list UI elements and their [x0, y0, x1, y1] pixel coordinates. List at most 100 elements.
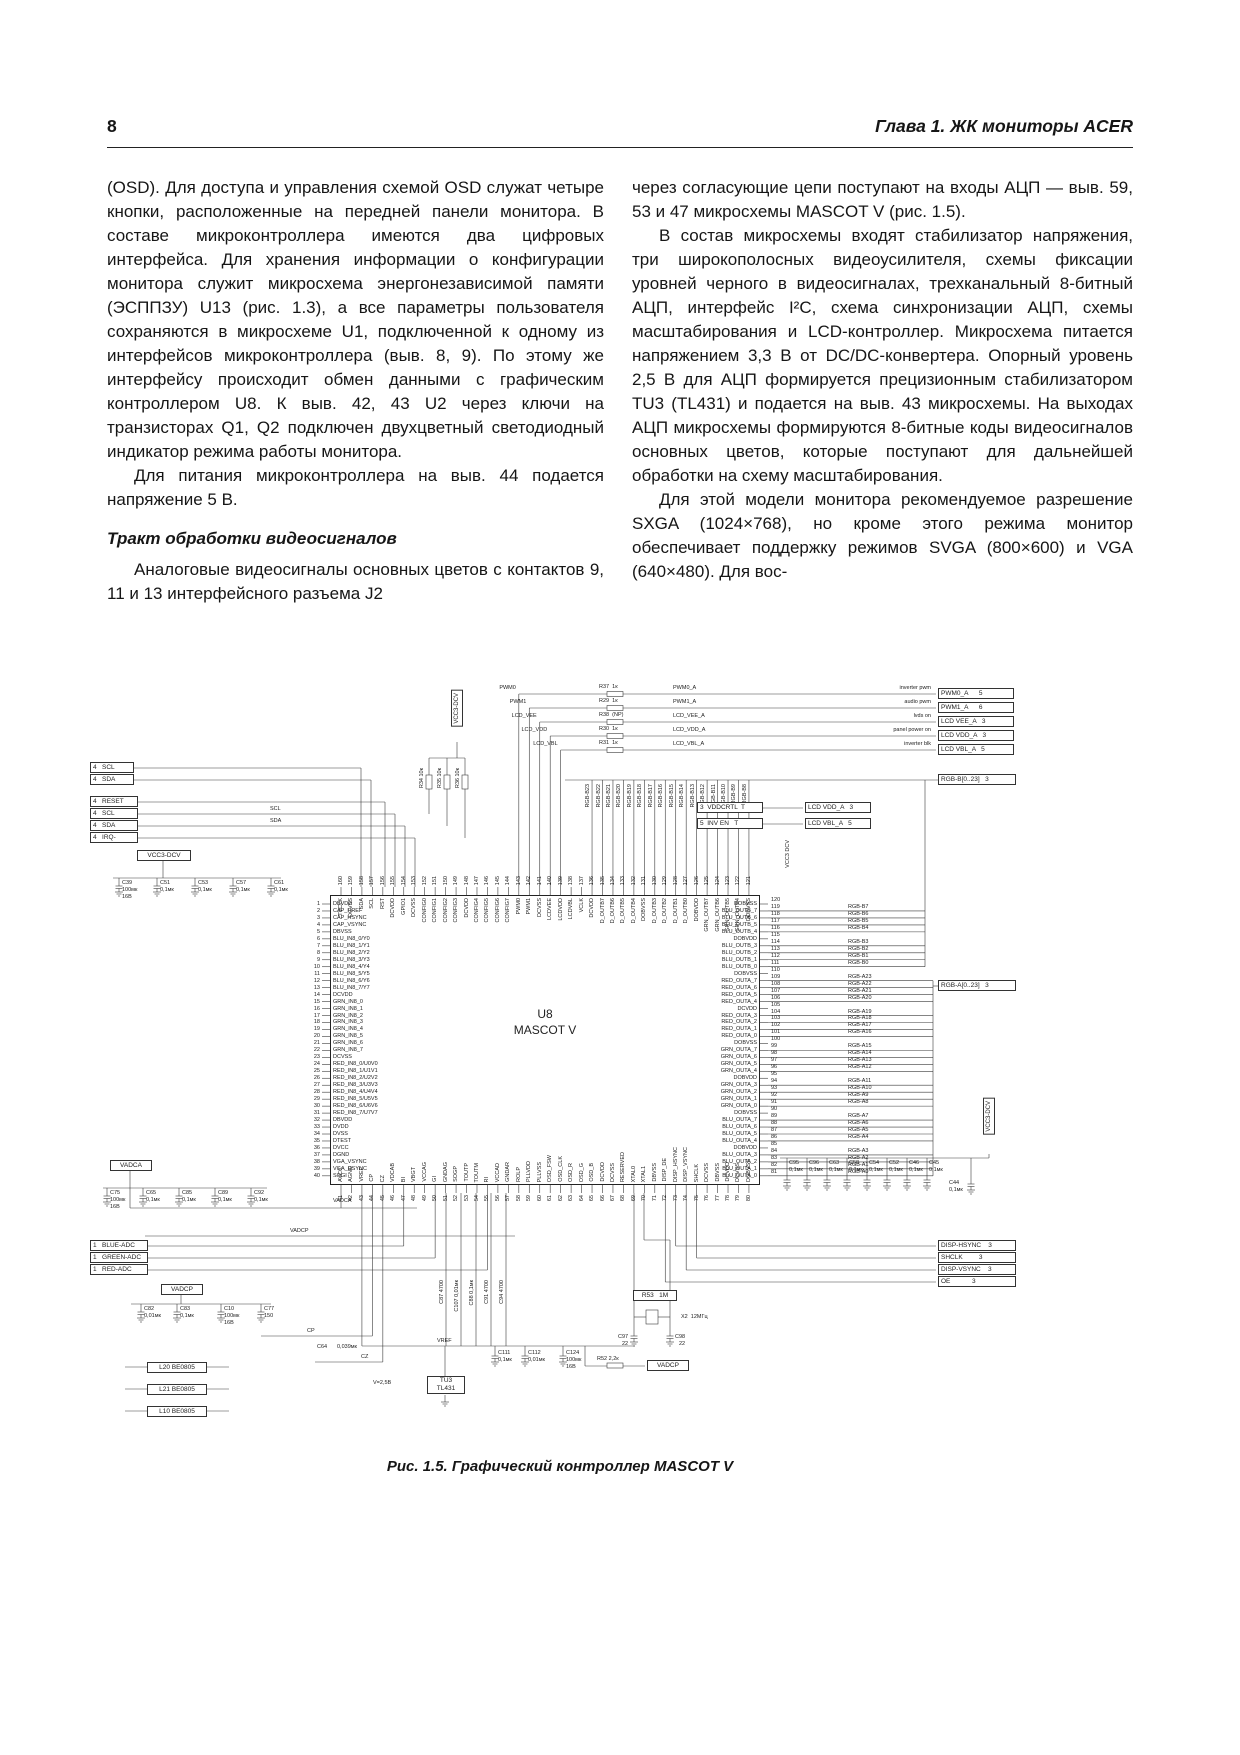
pin-label: DCVDD — [589, 898, 596, 918]
pin-number: 115 — [771, 931, 780, 938]
resistor-label: R52 2,2к — [597, 1356, 619, 1362]
pin-number: 39 — [313, 1165, 320, 1172]
pin-label: D_OUTB6 — [609, 898, 616, 924]
pin-label: GRN_OUTA_4 — [720, 1068, 757, 1075]
pin-number: 27 — [313, 1082, 320, 1089]
pin-number: 145 — [494, 875, 501, 885]
pin-label: GRN_IN8_2 — [333, 1012, 363, 1019]
pin-label: DCVDD — [463, 898, 470, 918]
paragraph: В состав микросхемы входят стабилизатор … — [632, 226, 1133, 485]
pin-number: 78 — [725, 1195, 732, 1202]
pin-number: 131 — [641, 875, 648, 885]
pin-label: SHCLK — [693, 1163, 700, 1182]
pin-label: VREF — [358, 1167, 365, 1182]
pin-number: 17 — [313, 1012, 320, 1019]
pin-number: 139 — [557, 875, 564, 885]
pin-label: D_OUTB5 — [620, 898, 627, 924]
pin-number: 5 — [316, 928, 320, 935]
cap-ref: C58 — [849, 1160, 860, 1166]
pin-label: GRN_IN8_1 — [333, 1005, 363, 1012]
paragraph: Для питания микроконтроллера на выв. 44 … — [107, 466, 604, 509]
pin-label: DOBVSS — [745, 898, 752, 921]
text-column-left: (OSD). Для доступа и управления схемой O… — [107, 176, 604, 606]
cap-ref: C10 — [224, 1306, 235, 1312]
cap-ref: C39 — [122, 880, 133, 886]
cap-val2: 16В — [122, 894, 132, 900]
pin-number: 23 — [313, 1054, 320, 1061]
pin-label: LCDVDD — [557, 898, 564, 921]
pin-label: VGA_HSYNC — [333, 1165, 367, 1172]
pin-label: SOGP — [453, 1166, 460, 1182]
pin-number: 125 — [704, 875, 711, 885]
pin-label: SDA — [358, 898, 365, 910]
pin-label: OSD_G — [578, 1162, 585, 1182]
port-box: 4 SCL — [90, 808, 138, 819]
pin-label: DBVSS — [714, 1163, 721, 1182]
pin-label: DTEST — [333, 1137, 352, 1144]
pin-label: BLU_OUTA_0 — [722, 1172, 757, 1179]
pin-number: 135 — [599, 875, 606, 885]
port-box: LCD VDD_A 3 — [805, 802, 871, 813]
paragraph: через согласующие цепи поступают на вход… — [632, 178, 1133, 221]
pin-label: LCDVBL — [568, 898, 575, 920]
pin-label: RI — [484, 1176, 491, 1183]
net-label: RGB-B16 — [658, 784, 665, 808]
pin-label: RED_IN8_5/U5V5 — [333, 1096, 378, 1103]
pin-number: 63 — [568, 1195, 575, 1202]
pin-label: GI — [432, 1176, 439, 1182]
pin-label: DOBVSS — [641, 898, 648, 921]
net-label: RGB-B22 — [595, 784, 602, 808]
paragraph: (OSD). Для доступа и управления схемой O… — [107, 178, 604, 461]
pin-label: VDCAB — [390, 1163, 397, 1182]
pin-label: ROLP — [515, 1167, 522, 1182]
pin-label: DVSS — [333, 1131, 348, 1137]
pin-label: DCVDD — [599, 1162, 606, 1182]
pin-number: 160 — [338, 875, 344, 885]
net-label: LCD_VEE_A — [673, 713, 705, 719]
pin-label: GNDAR — [505, 1162, 512, 1182]
pin-number: 103 — [771, 1015, 781, 1022]
port-box: 5 INV EN T — [697, 818, 763, 829]
pin-number: 54 — [473, 1195, 480, 1202]
wire-label: CP — [307, 1328, 315, 1334]
pin-label: DCVSS — [609, 1163, 616, 1182]
rail-box: VCC3-DCV — [983, 1098, 995, 1135]
pin-number: 156 — [379, 875, 386, 885]
pin-number: 10 — [313, 963, 320, 970]
port-box: VADCP — [647, 1360, 689, 1371]
net-label: RGB-A4 — [848, 1133, 869, 1140]
inductor-box: L10 BE0805 — [147, 1406, 207, 1417]
pin-label: DISP_DE — [662, 1158, 669, 1182]
port-box: PWM1_A 6 — [938, 702, 1014, 713]
cap-val2: 16В — [110, 1204, 120, 1210]
pin-label: GRN_OUTA_0 — [720, 1103, 757, 1110]
pin-number: 151 — [432, 875, 439, 885]
pin-number: 16 — [313, 1005, 320, 1012]
pin-label: GRN_IN8_3 — [333, 1019, 363, 1026]
pin-label: DCVSS — [348, 898, 355, 917]
pin-number: 108 — [771, 980, 781, 987]
pin-label: BLU_IN8_0/Y0 — [333, 935, 370, 942]
net-label: RGB-A3 — [848, 1147, 869, 1154]
port-box: DISP-VSYNC 3 — [938, 1264, 1016, 1275]
pin-number: 124 — [714, 875, 721, 885]
pin-label: RED_IN8_1/U1V1 — [333, 1068, 378, 1075]
cap-label: C91 4700 — [484, 1280, 490, 1304]
pin-label: BLU_OUTA_1 — [722, 1165, 757, 1172]
pin-label: DISP_HSYNC — [672, 1146, 679, 1182]
pin-number: 142 — [526, 875, 533, 885]
pin-number: 94 — [771, 1078, 778, 1085]
pin-label: GPIO1 — [400, 898, 407, 915]
pin-label: DISP_VSYNC — [683, 1147, 690, 1182]
cap-val: 0,1мк — [929, 1167, 943, 1173]
pin-number: 33 — [313, 1124, 320, 1131]
cap-label: C94 4700 — [499, 1280, 505, 1304]
pin-number: 152 — [421, 875, 428, 885]
pin-number: 105 — [771, 1001, 781, 1008]
cap-val: 100мк — [122, 887, 138, 893]
pin-number: 79 — [735, 1195, 742, 1202]
pin-label: D_OUTB1 — [672, 898, 679, 924]
net-label: RGB-B13 — [689, 784, 696, 808]
pin-label: RED_OUTA_7 — [721, 977, 757, 984]
cap-val: 150 — [264, 1313, 274, 1319]
